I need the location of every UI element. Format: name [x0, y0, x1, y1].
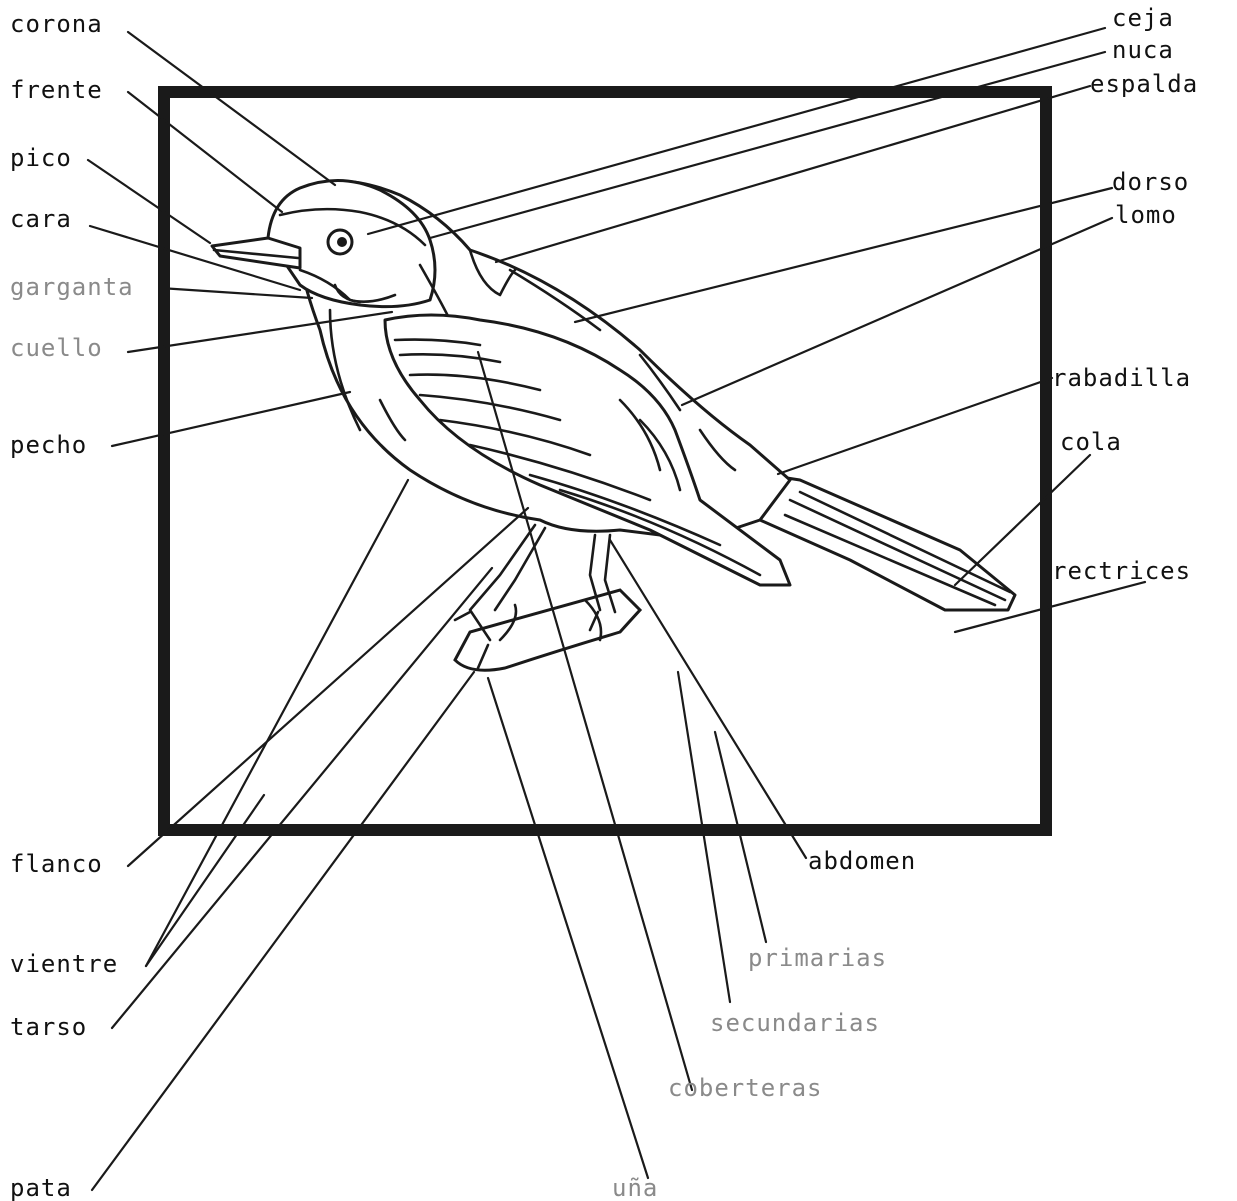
label-garganta: garganta: [10, 273, 134, 301]
label-pecho: pecho: [10, 431, 87, 459]
label-cara: cara: [10, 205, 72, 233]
label-tarso: tarso: [10, 1013, 87, 1041]
leader-flanco: [128, 508, 528, 866]
leader-garganta: [160, 288, 312, 298]
label-espalda: espalda: [1090, 70, 1198, 98]
leader-frente: [128, 92, 282, 212]
leader-una: [488, 678, 648, 1178]
label-coberteras: coberteras: [668, 1074, 823, 1102]
label-una: uña: [612, 1174, 658, 1201]
leader-ceja: [368, 28, 1105, 234]
label-secundarias: secundarias: [710, 1009, 880, 1037]
label-corona: corona: [10, 10, 103, 38]
label-rabadilla: rabadilla: [1052, 364, 1191, 392]
label-cola: cola: [1060, 428, 1122, 456]
leader-rabadilla: [778, 378, 1052, 474]
leader-abdomen: [610, 540, 806, 858]
label-primarias: primarias: [748, 944, 887, 972]
label-abdomen: abdomen: [808, 847, 916, 875]
label-lomo: lomo: [1115, 201, 1177, 229]
leader-vientre-1: [146, 480, 408, 966]
leader-primarias: [715, 732, 766, 942]
label-dorso: dorso: [1112, 168, 1189, 196]
label-ceja: ceja: [1112, 4, 1174, 32]
label-nuca: nuca: [1112, 36, 1174, 64]
label-flanco: flanco: [10, 850, 103, 878]
leader-pata: [92, 672, 474, 1190]
label-pata: pata: [10, 1174, 72, 1201]
label-pico: pico: [10, 144, 72, 172]
leader-pecho: [112, 392, 350, 446]
label-rectrices: rectrices: [1052, 557, 1191, 585]
label-vientre: vientre: [10, 950, 118, 978]
label-cuello: cuello: [10, 334, 103, 362]
leader-nuca: [430, 52, 1105, 238]
leader-dorso: [575, 188, 1112, 322]
label-frente: frente: [10, 76, 103, 104]
